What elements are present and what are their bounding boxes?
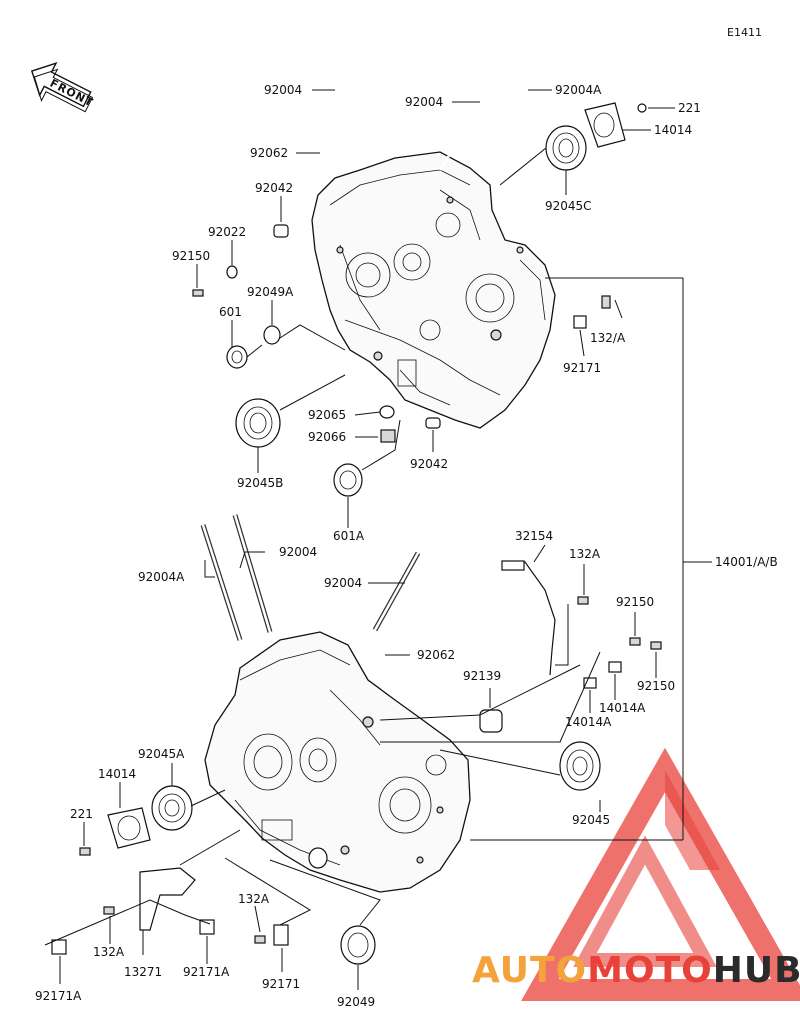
label-132A-top: 132/A bbox=[590, 331, 626, 345]
clamp-92171A-a bbox=[51, 939, 67, 955]
label-92171A-a: 92171A bbox=[35, 989, 82, 1003]
bearing-601A bbox=[333, 463, 363, 497]
label-92022: 92022 bbox=[208, 225, 246, 239]
watermark-logo-icon bbox=[521, 747, 800, 1001]
label-92171A-b: 92171A bbox=[183, 965, 230, 979]
label-92049: 92049 bbox=[337, 995, 375, 1009]
bolt-92150-r2 bbox=[650, 641, 662, 650]
dowel-92042-top bbox=[273, 224, 289, 238]
label-132A-mid: 132A bbox=[569, 547, 601, 561]
label-32154: 32154 bbox=[515, 529, 553, 543]
watermark-text: AUTOMOTOHUB bbox=[472, 950, 800, 991]
bolt-92150-r1 bbox=[629, 637, 641, 646]
bearing-601 bbox=[226, 345, 248, 369]
watermark-auto: AUTO bbox=[472, 950, 587, 991]
washer-92065 bbox=[379, 405, 395, 419]
label-92045A: 92045A bbox=[138, 747, 185, 761]
label-92004A-lower: 92004A bbox=[138, 570, 185, 584]
label-92004-mid: 92004 bbox=[405, 95, 443, 109]
label-14001AB: 14001/A/B bbox=[715, 555, 778, 569]
label-92049A: 92049A bbox=[247, 285, 294, 299]
label-92139: 92139 bbox=[463, 669, 501, 683]
label-221-bot: 221 bbox=[70, 807, 93, 821]
label-92171-top: 92171 bbox=[563, 361, 601, 375]
label-601: 601 bbox=[219, 305, 242, 319]
label-92045: 92045 bbox=[572, 813, 610, 827]
upper-crankcase bbox=[311, 151, 556, 429]
bearing-92045 bbox=[559, 741, 601, 791]
label-14014-top: 14014 bbox=[654, 123, 692, 137]
label-92042-bot: 92042 bbox=[410, 457, 448, 471]
bolt-221-bot bbox=[79, 847, 91, 856]
part-labels: 92004 92004 92004A 221 14014 92062 92045… bbox=[35, 83, 778, 1009]
pipe-32154 bbox=[501, 560, 556, 676]
diagram-code: E1411 bbox=[727, 26, 762, 39]
watermark-hub: HUB bbox=[713, 950, 800, 991]
dowel-92042-bot bbox=[425, 417, 441, 429]
bearing-92045A bbox=[151, 785, 193, 831]
label-601A: 601A bbox=[333, 529, 365, 543]
front-arrow-icon: FRONT bbox=[30, 61, 96, 113]
seal-92049A bbox=[263, 325, 281, 345]
leader-lines bbox=[44, 89, 675, 990]
bolt-132A-top bbox=[601, 295, 611, 309]
label-92150-left: 92150 bbox=[172, 249, 210, 263]
bolt-92150-left bbox=[192, 289, 204, 297]
bracket-13271 bbox=[139, 867, 196, 931]
lower-crankcase bbox=[204, 631, 471, 893]
bolt-221-top bbox=[637, 103, 647, 113]
label-92066: 92066 bbox=[308, 430, 346, 444]
stud-bolt-92004-upper bbox=[323, 34, 532, 171]
watermark-moto: MOTO bbox=[587, 950, 713, 991]
label-92004-lower2: 92004 bbox=[324, 576, 362, 590]
label-92042-top: 92042 bbox=[255, 181, 293, 195]
label-92171-bot: 92171 bbox=[262, 977, 300, 991]
bolt-132A-mid bbox=[577, 596, 589, 605]
label-92062-top: 92062 bbox=[250, 146, 288, 160]
label-92062-lower: 92062 bbox=[417, 648, 455, 662]
plug-92066 bbox=[380, 429, 396, 443]
label-92065: 92065 bbox=[308, 408, 346, 422]
label-14014A-b: 14014A bbox=[599, 701, 646, 715]
stud-bolt-92004-lower bbox=[200, 514, 421, 641]
label-13271: 13271 bbox=[124, 965, 162, 979]
washer-92022 bbox=[226, 265, 238, 279]
seal-92049 bbox=[340, 925, 376, 965]
bearing-92045B bbox=[235, 398, 281, 448]
label-92004-lower: 92004 bbox=[279, 545, 317, 559]
clip-14014A-b bbox=[608, 661, 622, 673]
bearing-92045C bbox=[545, 125, 587, 171]
label-92045C: 92045C bbox=[545, 199, 592, 213]
label-92004-top: 92004 bbox=[264, 83, 302, 97]
clamp-92171A-b bbox=[199, 919, 215, 935]
label-132A-bot2: 132A bbox=[93, 945, 125, 959]
bolt-132A-bot2 bbox=[254, 935, 266, 944]
label-14014A-a: 14014A bbox=[565, 715, 612, 729]
label-92045B: 92045B bbox=[237, 476, 283, 490]
bolt-132A-bot1 bbox=[103, 906, 115, 915]
assembly-bracket-14001 bbox=[470, 277, 712, 841]
label-92150-r2: 92150 bbox=[637, 679, 675, 693]
label-132A-bot1: 132A bbox=[238, 892, 270, 906]
label-92004A-top: 92004A bbox=[555, 83, 602, 97]
clip-14014A-a bbox=[583, 677, 597, 689]
clamp-92171-top bbox=[573, 315, 587, 329]
cover-14014-top bbox=[584, 102, 626, 148]
clamp-92171-bot bbox=[273, 924, 289, 946]
label-221-top: 221 bbox=[678, 101, 701, 115]
label-92150-r1: 92150 bbox=[616, 595, 654, 609]
label-14014-bot: 14014 bbox=[98, 767, 136, 781]
cover-14014-bot bbox=[107, 807, 151, 849]
